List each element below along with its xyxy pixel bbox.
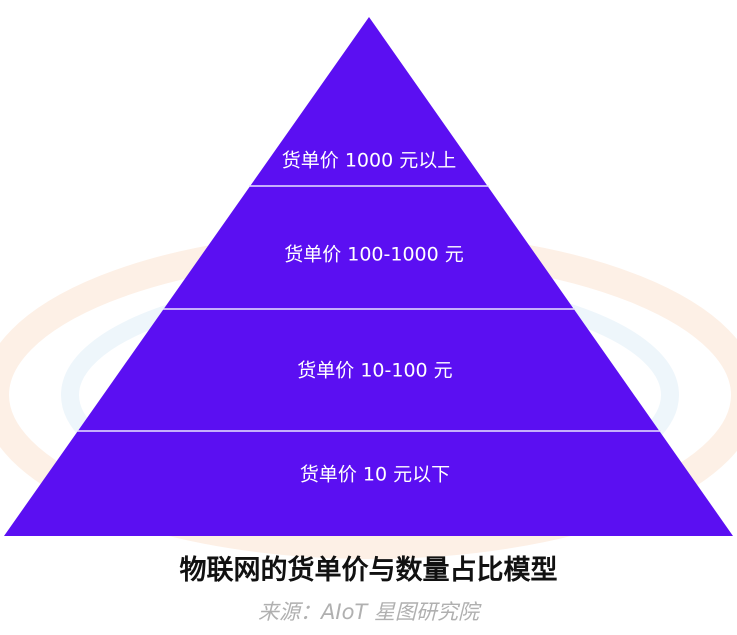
tier-label-under-10: 货单价 10 元以下 xyxy=(300,464,450,486)
source-note: 来源：AIoT 星图研究院 xyxy=(258,600,479,624)
pyramid-diagram: 货单价 1000 元以上 货单价 100-1000 元 货单价 10-100 元… xyxy=(4,17,733,536)
tier-label-100-1000: 货单价 100-1000 元 xyxy=(284,244,464,266)
tier-label-10-100: 货单价 10-100 元 xyxy=(297,360,452,382)
diagram-title: 物联网的货单价与数量占比模型 xyxy=(179,555,558,586)
pyramid-shape xyxy=(4,17,733,536)
tier-label-1000-plus: 货单价 1000 元以上 xyxy=(282,150,456,172)
